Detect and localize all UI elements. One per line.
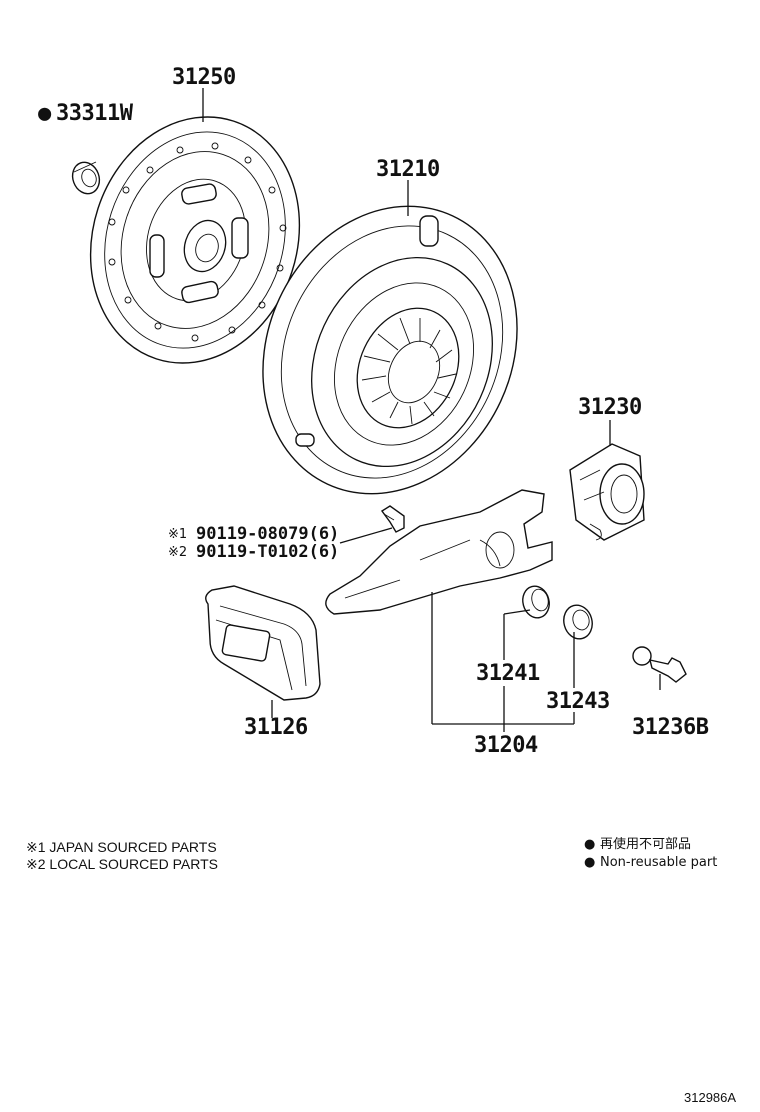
fork-seal-label[interactable]: 31243 — [546, 689, 610, 714]
clutch-cover-drawing[interactable] — [217, 164, 563, 535]
fork-support-label[interactable]: 31236B — [632, 715, 709, 740]
non-reusable-bullet: ● — [38, 101, 52, 126]
cover-bolt-drawing[interactable] — [380, 505, 405, 533]
legend-bullet-jp: ● — [584, 837, 595, 852]
fork-seal-drawing[interactable] — [560, 602, 596, 642]
clutch-disc-drawing[interactable] — [59, 90, 330, 391]
release-fork-drawing[interactable] — [325, 489, 553, 615]
japan-sourced-note: ※1 JAPAN SOURCED PARTS — [26, 839, 217, 855]
legend-bullet-en: ● — [584, 855, 595, 870]
pilot-bearing-label[interactable]: 33311W — [56, 101, 134, 126]
fork-bushing-drawing[interactable] — [519, 583, 552, 621]
bolt-mark-1: ※1 — [168, 527, 187, 542]
clutch-disc-label[interactable]: 31250 — [172, 65, 236, 90]
release-fork-boot-drawing[interactable] — [205, 585, 321, 701]
release-bearing-label[interactable]: 31230 — [578, 395, 642, 420]
fork-bushing-label[interactable]: 31241 — [476, 661, 540, 686]
bolt-part-1-label[interactable]: 90119-08079(6) — [196, 524, 339, 544]
leader-lines — [202, 88, 661, 732]
bolt-part-2-label[interactable]: 90119-T0102(6) — [196, 542, 339, 562]
fork-support-drawing[interactable] — [632, 646, 687, 683]
bolt-mark-2: ※2 — [168, 545, 187, 560]
release-fork-assy-label[interactable]: 31204 — [474, 733, 538, 758]
local-sourced-note: ※2 LOCAL SOURCED PARTS — [26, 856, 218, 872]
legend-text-en: Non-reusable part — [600, 855, 717, 870]
release-bearing-drawing[interactable] — [569, 443, 645, 541]
legend-text-jp: 再使用不可部品 — [600, 836, 691, 852]
pilot-bearing-drawing[interactable] — [68, 159, 103, 198]
clutch-cover-label[interactable]: 31210 — [376, 157, 440, 182]
figure-reference: 312986A — [684, 1090, 736, 1105]
release-fork-boot-label[interactable]: 31126 — [244, 715, 308, 740]
